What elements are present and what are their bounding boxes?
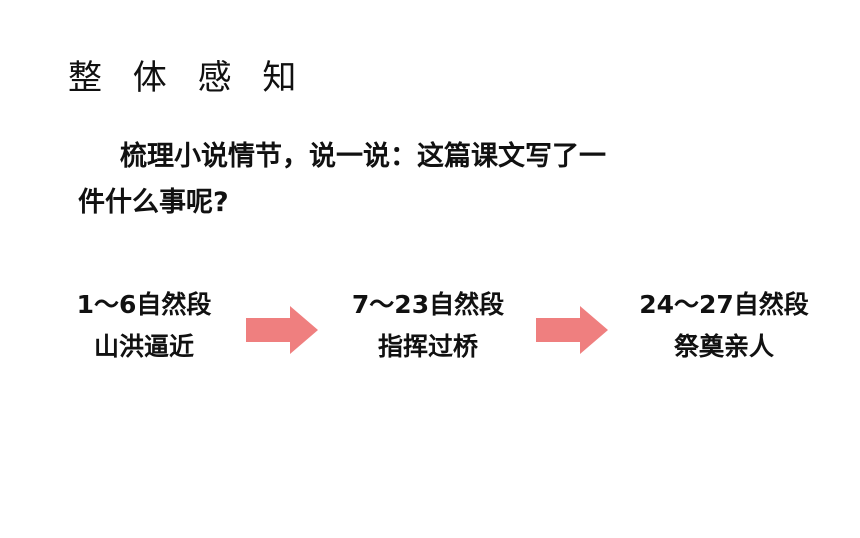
stage-summary: 指挥过桥	[377, 332, 478, 361]
question-line-1: 梳理小说情节，说一说：这篇课文写了一	[120, 141, 606, 172]
arrow-shape	[246, 306, 318, 354]
question-line-2: 件什么事呢?	[78, 187, 229, 218]
question-text: 梳理小说情节，说一说：这篇课文写了一 件什么事呢?	[78, 134, 738, 226]
stage-summary: 祭奠亲人	[673, 332, 774, 361]
plot-stage-2: 7～23自然段 指挥过桥	[328, 284, 528, 368]
stage-range: 7～23自然段	[351, 290, 505, 319]
stage-range: 1～6自然段	[76, 290, 212, 319]
stage-range: 24～27自然段	[639, 290, 809, 319]
arrow-right-icon	[246, 306, 318, 354]
stage-summary: 山洪逼近	[93, 332, 194, 361]
page-title: 整 体 感 知	[68, 58, 307, 98]
arrow-right-icon	[536, 306, 608, 354]
plot-stage-3: 24～27自然段 祭奠亲人	[624, 284, 824, 368]
arrow-shape	[536, 306, 608, 354]
plot-stage-1: 1～6自然段 山洪逼近	[44, 284, 244, 368]
